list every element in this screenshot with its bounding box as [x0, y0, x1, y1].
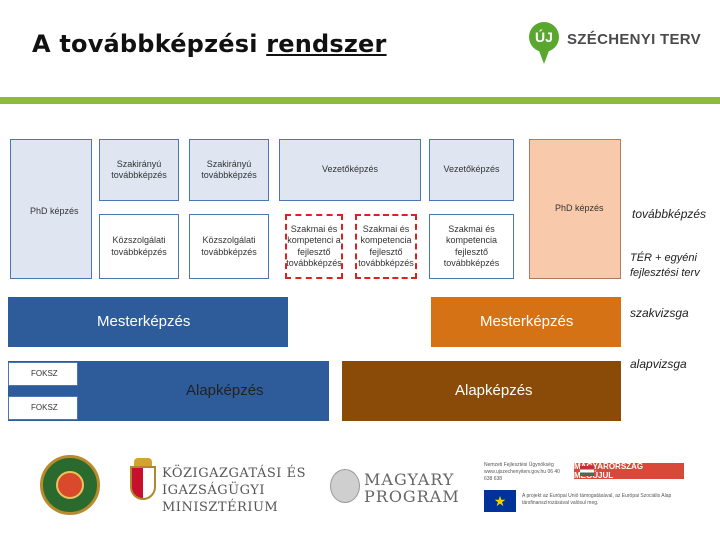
mid-box-2: Közszolgálati továbbképzés — [189, 214, 269, 279]
mid-box-5: Szakmai és kompetencia fejlesztő továbbk… — [429, 214, 514, 279]
foksz-box-1: FOKSZ — [8, 362, 78, 386]
magyary-logo: MAGYARY PROGRAM — [364, 470, 460, 506]
phd-right-box — [529, 139, 621, 279]
logo-text: SZÉCHENYI TERV — [567, 31, 701, 48]
ministry-name: KÖZIGAZGATÁSI ÉS IGAZSÁGÜGYI MINISZTÉRIU… — [162, 466, 306, 515]
portrait-icon — [330, 469, 360, 503]
phd-right-label: PhD képzés — [555, 203, 604, 213]
crown-icon — [134, 458, 152, 466]
szechenyi-logo-icon — [529, 22, 559, 52]
top-box-3: Vezetőképzés — [279, 139, 421, 201]
logo-pin-tail — [538, 48, 550, 64]
page-title: A továbbképzési rendszer — [32, 30, 387, 58]
divider-line — [0, 97, 720, 104]
master-left-bar: Mesterképzés — [8, 297, 288, 347]
top-box-4: Vezetőképzés — [429, 139, 514, 201]
top-box-2: Szakirányú továbbképzés — [189, 139, 269, 201]
label-specialist-exam: szakvizsga — [630, 306, 689, 320]
master-right-bar: Mesterképzés — [431, 297, 621, 347]
mid-box-4: Szakmai és kompetencia fejlesztő továbbk… — [355, 214, 417, 279]
title-part1: A továbbképzési — [32, 30, 258, 58]
magyary-line2: PROGRAM — [364, 486, 460, 506]
logo-mark: ÚJ — [535, 29, 553, 45]
label-basic-exam: alapvizsga — [630, 357, 687, 371]
seal-center-icon — [56, 471, 84, 499]
basic-right-bar — [342, 361, 621, 421]
foksz-box-2: FOKSZ — [8, 396, 78, 420]
label-space-plan: TÉR + egyéni fejlesztési terv — [630, 252, 700, 279]
title-part2: rendszer — [266, 30, 387, 58]
nfu-info: Nemzeti Fejlesztési Ügynökség www.ujszec… — [484, 462, 560, 482]
top-box-1: Szakirányú továbbképzés — [99, 139, 179, 201]
phd-left-label: PhD képzés — [30, 206, 79, 216]
phd-left-box — [10, 139, 92, 279]
mid-box-1: Közszolgálati továbbképzés — [99, 214, 179, 279]
eu-funding-text: A projekt az Európai Unió támogatásával,… — [522, 493, 672, 506]
mid-box-3: Szakmai és kompetenci a fejlesztő tovább… — [285, 214, 343, 279]
coat-of-arms-icon — [130, 466, 156, 500]
magyary-line1: MAGYARY — [364, 470, 455, 489]
label-continuing: továbbképzés — [632, 207, 707, 221]
eu-flag-icon: ★ — [484, 490, 516, 512]
basic-right-label: Alapképzés — [455, 382, 533, 399]
basic-left-label: Alapképzés — [186, 382, 264, 399]
hungarian-flag-icon — [580, 466, 594, 476]
